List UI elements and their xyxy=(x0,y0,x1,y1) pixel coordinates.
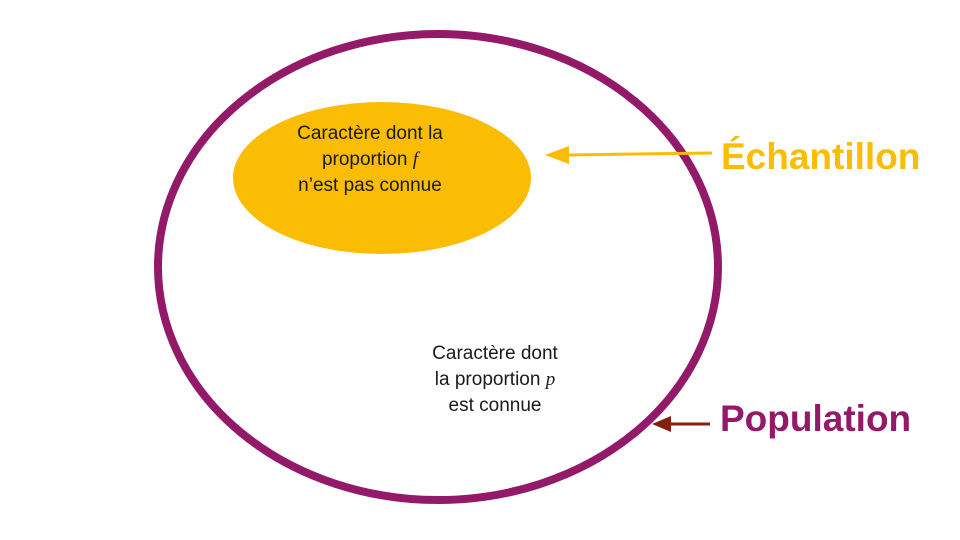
sample-arrow xyxy=(545,146,713,164)
sample-description: Caractère dont la proportion f n’est pas… xyxy=(255,121,485,199)
variable-p: p xyxy=(545,369,556,390)
population-text-line-2: la proportion p xyxy=(385,367,605,393)
sample-text-line-1: Caractère dont la xyxy=(297,123,443,144)
sample-label: Échantillon xyxy=(721,136,921,177)
population-text-line-2-prefix: la proportion xyxy=(434,369,546,390)
population-description: Caractère dont la proportion p est connu… xyxy=(385,341,605,419)
sample-arrow-head xyxy=(545,146,569,164)
population-label: Population xyxy=(720,398,912,439)
sample-text-line-3: n’est pas connue xyxy=(298,175,442,196)
population-text-line-3: est connue xyxy=(448,395,542,416)
sample-ellipse xyxy=(233,102,531,254)
sample-arrow-shaft xyxy=(565,151,713,157)
population-arrow-head xyxy=(652,416,671,432)
population-arrow xyxy=(652,416,710,432)
sample-text-line-2: proportion f xyxy=(255,147,485,173)
sample-text-line-2-prefix: proportion xyxy=(321,149,413,170)
population-text-line-1: Caractère dont xyxy=(432,343,558,364)
population-ellipse xyxy=(154,30,722,504)
variable-f: f xyxy=(412,149,419,170)
